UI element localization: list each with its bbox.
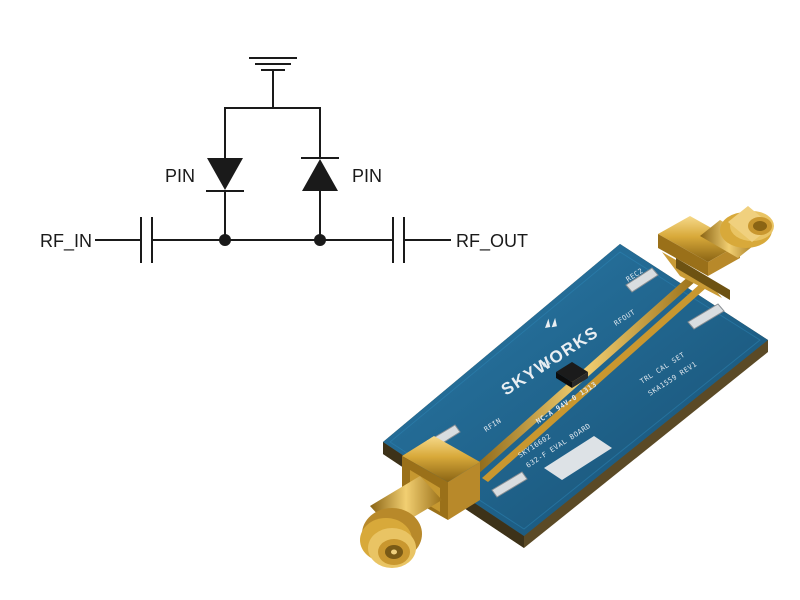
input-capacitor — [140, 217, 153, 263]
sma-connector-output — [658, 206, 774, 300]
chip-ref-label: U1 — [541, 358, 553, 370]
chip-u1 — [556, 362, 588, 388]
blank-label-area — [544, 436, 612, 480]
pin-diode-left — [206, 158, 244, 192]
eval-board-photo: SKYWORKS NC-A 94V-0 1313 SKY16602 632-F … — [360, 206, 774, 568]
pin-diode-right — [301, 157, 339, 191]
output-capacitor — [392, 217, 405, 263]
junction-dot-left — [219, 234, 231, 246]
rf-out-label: RF_OUT — [456, 231, 528, 252]
ground-symbol — [249, 57, 297, 109]
pin-label-left: PIN — [165, 166, 195, 186]
skyworks-logo-mark — [545, 317, 557, 328]
rf-in-label: RF_IN — [40, 231, 92, 252]
pcb-pads — [429, 267, 725, 498]
pin-label-right: PIN — [352, 166, 382, 186]
schematic: RF_IN RF_OUT PIN PIN — [40, 57, 528, 263]
sma-connector-input — [360, 436, 480, 568]
junction-dot-right — [314, 234, 326, 246]
